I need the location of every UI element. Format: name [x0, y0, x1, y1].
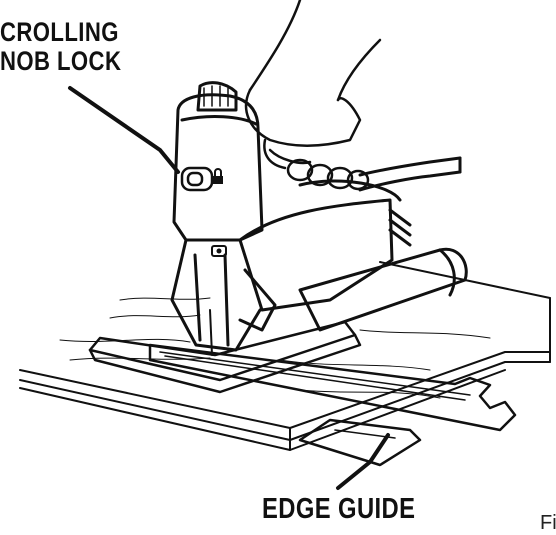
knob-label-line2: NOB LOCK [0, 46, 122, 77]
scrolling-knob-lock [180, 166, 214, 192]
base-plate [88, 320, 362, 394]
power-cord [358, 156, 462, 192]
scrolling-knob-lock-label: CROLLING NOB LOCK [0, 17, 122, 77]
edge-leader-line [336, 433, 390, 490]
small-lock-indicator-icon [211, 245, 227, 257]
knob-leader-line [68, 86, 180, 174]
saw-body [170, 81, 468, 356]
wood-board [19, 261, 551, 451]
hand [244, 0, 382, 191]
edge-guide [148, 343, 517, 467]
edge-guide-label: EDGE GUIDE [262, 493, 416, 525]
figure-label-fragment: Fi [540, 512, 556, 534]
lock-icon [213, 168, 223, 184]
knob-label-line1: CROLLING [0, 17, 119, 47]
